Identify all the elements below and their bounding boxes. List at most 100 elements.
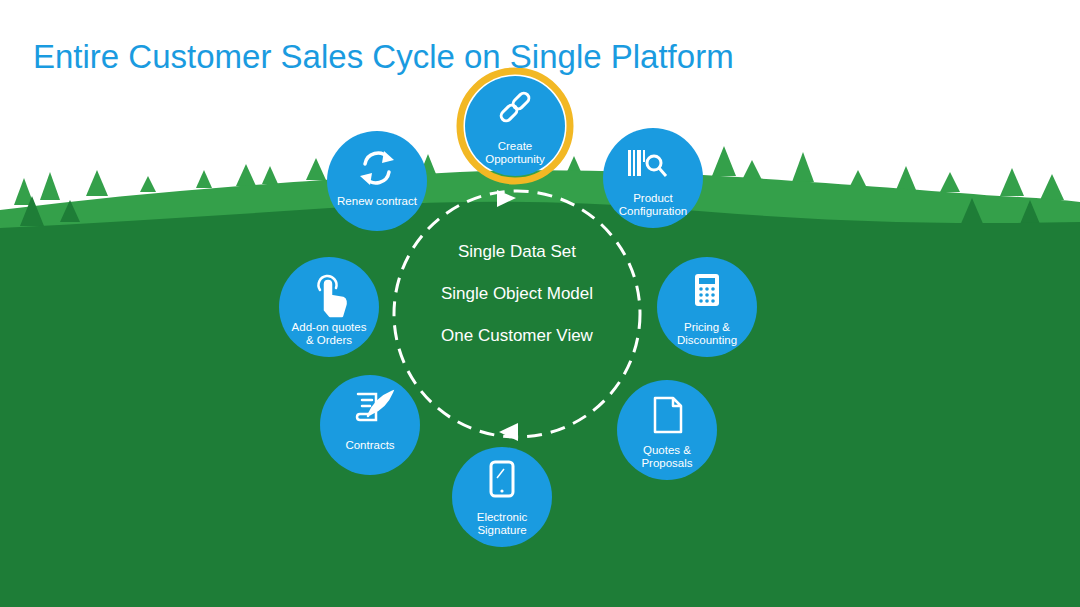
calculator-keys [699, 287, 715, 303]
stage-circle: Create Opportunity [465, 76, 565, 176]
quill [368, 392, 392, 416]
contract-icon [357, 392, 392, 420]
cycle-arrowhead [499, 423, 518, 441]
touch-ripple [319, 276, 337, 290]
stage-label: Product Configuration [611, 192, 695, 218]
stage-label: Quotes & Proposals [625, 444, 709, 470]
touch-icon [319, 276, 346, 316]
bar [643, 150, 645, 162]
stage-label: Electronic Signature [460, 511, 544, 537]
stage-circle: Electronic Signature [452, 447, 552, 547]
document-icon [655, 398, 681, 432]
stage-circle: Contracts [320, 375, 420, 475]
dashed-circle [394, 191, 640, 437]
tree [40, 172, 60, 200]
highlight-ring [460, 71, 570, 181]
chain-link [499, 103, 519, 123]
tree [1020, 200, 1040, 224]
stage-label: Contracts [328, 439, 412, 452]
magnifier-handle [659, 168, 666, 176]
stage-circle: Add-on quotes & Orders [279, 257, 379, 357]
calculator-icon [695, 274, 719, 306]
dashed-cycle-outline [392, 189, 642, 439]
scroll [357, 394, 376, 420]
refresh-arc [366, 172, 389, 183]
blue-circle [279, 257, 379, 357]
bar [637, 150, 641, 176]
key [705, 299, 709, 303]
magnifier [647, 156, 661, 170]
key [711, 299, 715, 303]
hub-text: Single Data Set [458, 231, 576, 273]
stage-label: Pricing & Discounting [665, 321, 749, 347]
hub-text: Single Object Model [441, 273, 593, 315]
blue-circle [320, 375, 420, 475]
key [705, 293, 709, 297]
chain-link [511, 91, 531, 111]
bar [633, 150, 635, 176]
key [705, 287, 709, 291]
key [711, 293, 715, 297]
blue-circle [657, 257, 757, 357]
blue-circle [465, 76, 565, 176]
stage-circle: Quotes & Proposals [617, 380, 717, 480]
blue-circle [327, 131, 427, 231]
tree [196, 170, 212, 188]
stage-label: Add-on quotes & Orders [287, 321, 371, 347]
stage-circle: Pricing & Discounting [657, 257, 757, 357]
text-line [362, 399, 372, 402]
text-line [362, 405, 370, 408]
cycle-hub: Single Data SetSingle Object ModelOne Cu… [392, 189, 642, 439]
refresh-arrowhead [382, 151, 394, 163]
calculator-screen [699, 278, 715, 284]
tree [262, 166, 278, 184]
key [711, 287, 715, 291]
stage-circle: Renew contract [327, 131, 427, 231]
pointing-hand [325, 281, 346, 316]
barcode-icon [628, 150, 666, 176]
key [699, 287, 703, 291]
tree [236, 164, 256, 186]
light-hill [0, 170, 1080, 607]
refresh-icon [360, 151, 394, 185]
key [699, 299, 703, 303]
tree [306, 158, 326, 180]
tree [86, 170, 108, 196]
tree [60, 200, 80, 222]
tree [960, 198, 984, 226]
dark-hill [0, 202, 1080, 607]
refresh-arrowhead [360, 173, 372, 185]
tree [1000, 168, 1024, 196]
tree [20, 196, 44, 226]
link-icon [499, 91, 531, 123]
screen-glint [497, 469, 504, 478]
tree [896, 166, 916, 190]
circle-outline [320, 375, 420, 475]
slide-title: Entire Customer Sales Cycle on Single Pl… [33, 38, 734, 76]
hub-text: One Customer View [441, 315, 593, 357]
bar [628, 150, 631, 176]
calculator-body [695, 274, 719, 306]
circle-outline [327, 131, 427, 231]
tree [940, 172, 960, 192]
phone-icon [491, 462, 513, 496]
key [699, 293, 703, 297]
stage-label: Create Opportunity [473, 140, 557, 166]
stage-circle: Product Configuration [603, 128, 703, 228]
stage-label: Renew contract [335, 195, 419, 208]
blue-circle [452, 447, 552, 547]
blue-circle [603, 128, 703, 228]
tree [792, 152, 814, 182]
tree [742, 160, 762, 180]
tree [712, 146, 736, 176]
cycle-arrowhead [497, 190, 516, 207]
phone-button [500, 489, 503, 492]
refresh-arc [365, 153, 388, 164]
tree [850, 170, 866, 186]
phone-body [491, 462, 513, 496]
blue-circle [617, 380, 717, 480]
